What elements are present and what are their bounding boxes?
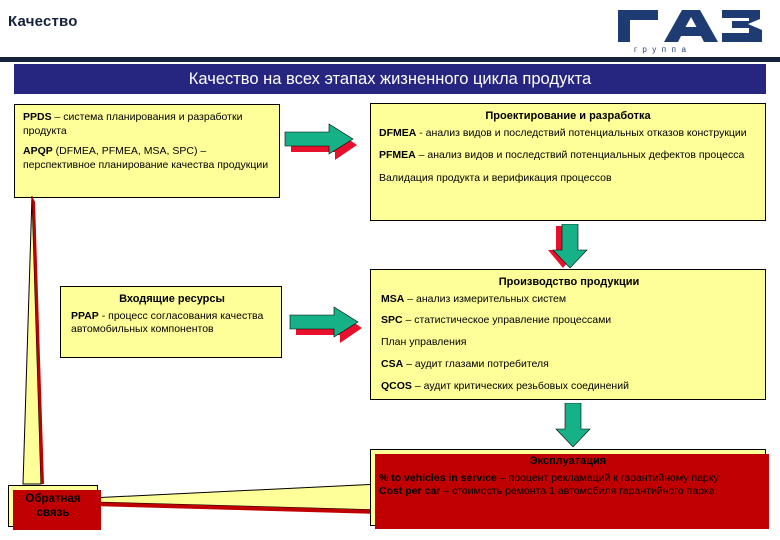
input-resources-box: Входящие ресурсы PPAP - процесс согласов… — [60, 286, 282, 358]
feedback-return-wedge — [89, 483, 381, 519]
header-divider — [0, 57, 780, 62]
production-line-2: SPC – статистическое управление процесса… — [381, 314, 757, 328]
operation-line-1: % to vehicles in service – процент рекла… — [379, 472, 757, 486]
arrow-down-design-to-production — [548, 224, 598, 270]
planning-line-2: APQP (DFMEA, PFMEA, MSA, SPC) – перспект… — [23, 145, 271, 173]
production-line-1: MSA – анализ измерительных систем — [381, 293, 757, 307]
planning-term-1: PPDS — [23, 111, 52, 123]
arrow-right-to-production — [288, 305, 366, 349]
design-line-2: PFMEA – анализ видов и последствий потен… — [379, 149, 757, 163]
arrow-down-production-to-operation — [551, 403, 601, 449]
design-term-1: DFMEA — [379, 126, 417, 139]
operation-desc-2: – стоимость ремонта 1 автомобиля гаранти… — [440, 485, 715, 498]
production-desc-4: – аудит глазами потребителя — [403, 358, 549, 371]
production-desc-2: – статистическое управление процессами — [402, 314, 612, 327]
arrow-right-to-design — [283, 122, 361, 166]
operation-box: Эксплуатация % to vehicles in service – … — [370, 449, 769, 529]
design-line-3: Валидация продукта и верификация процесс… — [379, 172, 757, 186]
svg-text:группа: группа — [634, 45, 691, 54]
page-title: Качество — [8, 13, 78, 30]
production-line-3: План управления — [381, 336, 757, 350]
production-box: Производство продукции MSA – анализ изме… — [370, 269, 766, 400]
production-term-1: MSA — [381, 292, 405, 305]
feedback-box: Обратная связь — [8, 485, 101, 530]
input-box-title: Входящие ресурсы — [119, 293, 225, 305]
design-development-box: Проектирование и разработка DFMEA - анал… — [370, 103, 766, 221]
operation-term-2: Cost per car — [379, 485, 441, 498]
input-line-1: PPAP - процесс согласования качества авт… — [71, 310, 273, 338]
operation-desc-1: – процент рекламаций к гарантийному парк… — [496, 471, 719, 484]
input-desc-1: - процесс согласования качества автомоби… — [71, 309, 264, 336]
design-term-2: PFMEA — [379, 149, 416, 162]
operation-box-title: Эксплуатация — [529, 455, 607, 467]
planning-desc-1: – система планирования и разработки прод… — [23, 111, 243, 137]
gaz-logo: группа — [616, 6, 768, 54]
production-desc-1: – анализ измерительных систем — [404, 292, 567, 305]
production-desc-3: План управления — [381, 336, 467, 349]
input-term-1: PPAP — [71, 309, 99, 322]
banner-title: Качество на всех этапах жизненного цикла… — [14, 64, 766, 94]
feedback-label: Обратная связь — [25, 492, 81, 519]
production-term-2: SPC — [381, 314, 403, 327]
design-desc-1: - анализ видов и последствий потенциальн… — [416, 126, 747, 139]
planning-term-2: APQP — [23, 144, 53, 157]
production-desc-5: – аудит критических резьбовых соединений — [411, 379, 629, 392]
feedback-return-arrow — [14, 195, 54, 501]
production-box-title: Производство продукции — [498, 276, 640, 288]
operation-line-2: Cost per car – стоимость ремонта 1 автом… — [379, 485, 757, 499]
production-line-4: CSA – аудит глазами потребителя — [381, 358, 757, 372]
production-line-5: QCOS – аудит критических резьбовых соеди… — [381, 380, 757, 394]
operation-term-1: % to vehicles in service — [379, 471, 497, 484]
planning-desc-2: (DFMEA, PFMEA, MSA, SPC) – перспективное… — [23, 144, 269, 171]
production-term-5: QCOS — [381, 379, 412, 392]
production-term-4: CSA — [381, 358, 404, 371]
design-line-1: DFMEA - анализ видов и последствий потен… — [379, 127, 757, 141]
design-box-title: Проектирование и разработка — [485, 110, 651, 122]
planning-line-1: PPDS – система планирования и разработки… — [23, 111, 271, 139]
design-desc-2: – анализ видов и последствий потенциальн… — [415, 149, 745, 162]
design-desc-3: Валидация продукта и верификация процесс… — [379, 172, 612, 185]
planning-box: PPDS – система планирования и разработки… — [14, 104, 280, 198]
